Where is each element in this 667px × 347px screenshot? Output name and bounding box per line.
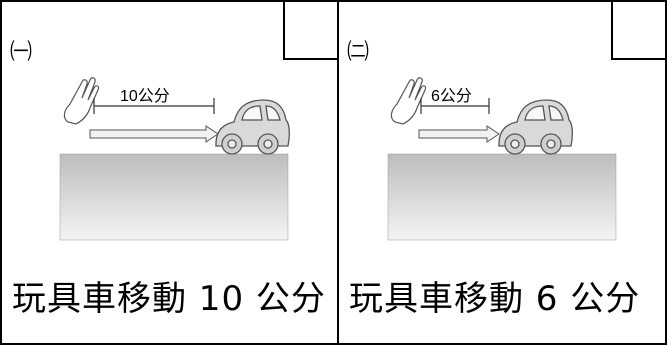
distance-label-2: 6公分 <box>431 87 472 105</box>
caption-2: 玩具車移動 6 公分 <box>349 279 641 319</box>
push-arrow <box>418 125 500 143</box>
panel-1: ㈠ 10公分 <box>0 0 339 345</box>
answer-box-1[interactable] <box>283 0 339 60</box>
panel-2-marker: ㈡ <box>347 40 370 65</box>
panel-2-illustration: 6公分 <box>387 77 617 241</box>
ground <box>59 153 289 241</box>
toy-car-icon <box>498 99 573 155</box>
distance-bracket <box>420 98 490 114</box>
push-arrow <box>89 125 219 143</box>
caption-1: 玩具車移動 10 公分 <box>12 279 326 319</box>
panel-2: ㈡ 6公分 玩具車移動 6 公 <box>338 0 667 345</box>
hand-icon <box>390 77 427 125</box>
distance-label-1: 10公分 <box>120 87 170 105</box>
distance-bracket <box>93 98 215 114</box>
ground <box>387 153 617 241</box>
answer-box-2[interactable] <box>611 0 667 60</box>
toy-car-icon <box>215 99 290 155</box>
panel-1-illustration: 10公分 <box>59 77 290 241</box>
panel-1-marker: ㈠ <box>10 40 33 65</box>
hand-icon <box>63 77 100 125</box>
